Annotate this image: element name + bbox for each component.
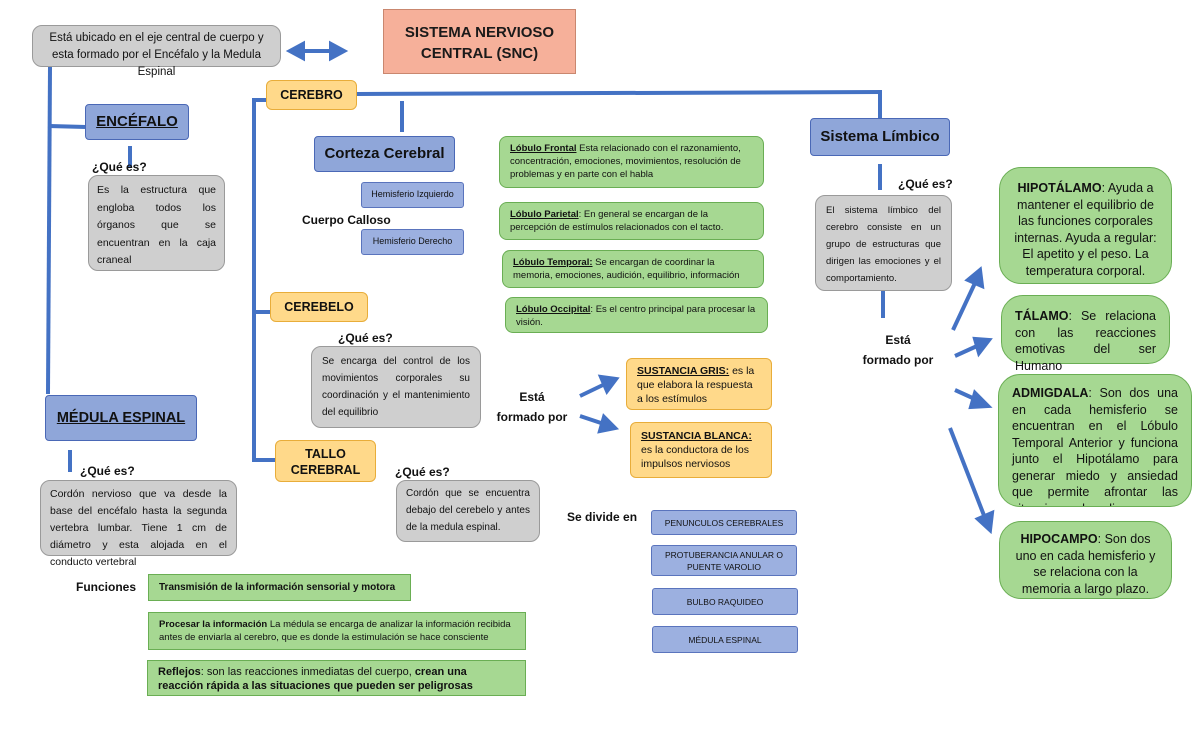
medula-label: MÉDULA ESPINAL <box>56 410 186 426</box>
hipotalamo-box: HIPOTÁLAMO: Ayuda a mantener el equilibr… <box>999 167 1172 284</box>
funcion-reflejos-box: Reflejos: son las reacciones inmediatas … <box>147 660 526 696</box>
amigdala-name: ADMIGDALA <box>1012 386 1089 400</box>
sustancia-blanca-name: SUSTANCIA BLANCA: <box>641 430 752 442</box>
lobulo-temporal-name: Lóbulo Temporal: <box>513 257 593 268</box>
encefalo-label: ENCÉFALO <box>96 113 178 130</box>
funcion-reflejos-bold2: crean una reacción rápida a las situacio… <box>158 666 473 692</box>
formado-por-limbico-line1: Está <box>885 333 911 347</box>
hemisferio-der-label: Hemisferio Derecho <box>372 236 453 246</box>
limbico-box: Sistema Límbico <box>810 118 950 156</box>
lobulo-frontal-name: Lóbulo Frontal <box>510 143 577 154</box>
tallo-desc: Cordón que se encuentra debajo del cereb… <box>406 488 530 533</box>
funcion-reflejos-text: : son las reacciones inmediatas del cuer… <box>200 666 415 678</box>
tallo-box: TALLO CEREBRAL <box>275 440 376 482</box>
intro-text: Está ubicado en el eje central de cuerpo… <box>49 32 264 78</box>
lobulo-occipital-box: Lóbulo Occipital: Es el centro principal… <box>505 297 768 333</box>
tallo-label-line1: TALLO <box>305 447 346 461</box>
lobulo-occipital-name: Lóbulo Occipital <box>516 304 591 315</box>
tallo-parte-medula-label: MÉDULA ESPINAL <box>688 635 762 645</box>
cerebelo-desc-box: Se encarga del control de los movimiento… <box>311 346 481 428</box>
hipotalamo-name: HIPOTÁLAMO <box>1017 181 1102 195</box>
cerebro-label: CEREBRO <box>280 88 343 102</box>
sustancia-gris-name: SUSTANCIA GRIS: <box>637 365 730 377</box>
hipocampo-name: HIPOCAMPO <box>1020 532 1098 546</box>
sustancia-gris-text: es la que elabora la respuesta a los est… <box>637 365 755 405</box>
medula-que-es: ¿Qué es? <box>80 464 135 478</box>
medula-desc: Cordón nervioso que va desde la base del… <box>50 488 227 568</box>
encefalo-desc: Es la estructura que engloba todos los ó… <box>97 184 216 266</box>
funcion-procesar-bold: Procesar la información <box>159 619 268 630</box>
hipotalamo-text: : Ayuda a mantener el equilibrio de las … <box>1014 181 1157 278</box>
cerebelo-desc: Se encarga del control de los movimiento… <box>322 356 470 418</box>
funcion-procesar-text: La médula se encarga de analizar la info… <box>159 619 511 643</box>
corteza-box: Corteza Cerebral <box>314 136 455 172</box>
sustancia-gris-box: SUSTANCIA GRIS: es la que elabora la res… <box>626 358 772 410</box>
tallo-parte-pedunculos-label: PENUNCULOS CEREBRALES <box>664 518 784 528</box>
title-line1: SISTEMA NERVIOSO <box>404 24 555 41</box>
tallo-que-es: ¿Qué es? <box>395 465 450 479</box>
limbico-label: Sistema Límbico <box>820 128 940 145</box>
medula-box: MÉDULA ESPINAL <box>45 395 197 441</box>
encefalo-que-es: ¿Qué es? <box>92 160 147 174</box>
title-box: SISTEMA NERVIOSO CENTRAL (SNC) <box>383 9 576 74</box>
amigdala-text: : Son dos una en cada hemisferio se encu… <box>1012 386 1178 506</box>
tallo-parte-protuberancia-label: PROTUBERANCIA ANULAR O PUENTE VAROLIO <box>664 550 784 572</box>
lobulo-occipital-text: : Es el centro principal para procesar l… <box>516 304 756 328</box>
tallo-parte-protuberancia: PROTUBERANCIA ANULAR O PUENTE VAROLIO <box>651 545 797 576</box>
funciones-label: Funciones <box>76 580 137 594</box>
cuerpo-calloso-label: Cuerpo Calloso <box>302 213 391 227</box>
tallo-label-line2: CEREBRAL <box>290 463 361 477</box>
talamo-text: : Se relaciona con las reacciones emotiv… <box>1015 309 1156 373</box>
connector-encefalo <box>47 123 87 130</box>
lobulo-temporal-box: Lóbulo Temporal: Se encargan de coordina… <box>502 250 764 288</box>
tallo-parte-bulbo: BULBO RAQUIDEO <box>652 588 798 615</box>
funcion-transmision-box: Transmisión de la información sensorial … <box>148 574 411 601</box>
lobulo-temporal-text: Se encargan de coordinar la memoria, emo… <box>513 257 740 281</box>
limbico-desc-box: El sistema límbico del cerebro consiste … <box>815 195 952 291</box>
sustancia-blanca-text: es la conductora de los impulsos nervios… <box>641 444 749 470</box>
cerebro-box: CEREBRO <box>266 80 357 110</box>
sustancia-blanca-box: SUSTANCIA BLANCA: es la conductora de lo… <box>630 422 772 478</box>
formado-por-cerebro-line1: Está <box>519 390 545 404</box>
formado-por-cerebro: Está formado por <box>488 387 576 427</box>
tallo-parte-bulbo-label: BULBO RAQUIDEO <box>686 597 764 607</box>
cerebelo-que-es: ¿Qué es? <box>338 331 393 345</box>
hemisferio-izq-label: Hemisferio Izquierdo <box>371 189 454 199</box>
cerebelo-box: CEREBELO <box>270 292 368 322</box>
tallo-parte-pedunculos: PENUNCULOS CEREBRALES <box>651 510 797 535</box>
lobulo-frontal-box: Lóbulo Frontal Esta relacionado con el r… <box>499 136 764 188</box>
corteza-label: Corteza Cerebral <box>324 145 445 162</box>
encefalo-box: ENCÉFALO <box>85 104 189 140</box>
funcion-procesar-box: Procesar la información La médula se enc… <box>148 612 526 650</box>
hipocampo-box: HIPOCAMPO: Son dos uno en cada hemisferi… <box>999 521 1172 599</box>
tallo-parte-medula: MÉDULA ESPINAL <box>652 626 798 653</box>
hemisferio-der-box: Hemisferio Derecho <box>361 229 464 255</box>
title-line2: CENTRAL (SNC) <box>420 45 539 62</box>
talamo-box: TÁLAMO: Se relaciona con las reacciones … <box>1001 295 1170 373</box>
talamo-name: TÁLAMO <box>1015 309 1069 323</box>
medula-desc-box: Cordón nervioso que va desde la base del… <box>40 480 237 568</box>
formado-por-limbico: Está formado por <box>850 330 946 370</box>
encefalo-desc-box: Es la estructura que engloba todos los ó… <box>88 175 225 271</box>
lobulo-parietal-box: Lóbulo Parietal: En general se encargan … <box>499 202 764 240</box>
formado-por-limbico-line2: formado por <box>862 353 934 367</box>
hemisferio-izq-box: Hemisferio Izquierdo <box>361 182 464 208</box>
cerebelo-label: CEREBELO <box>284 300 354 314</box>
funcion-reflejos-bold: Reflejos <box>158 666 201 678</box>
se-divide-en-label: Se divide en <box>567 510 638 524</box>
tallo-desc-box: Cordón que se encuentra debajo del cereb… <box>396 480 540 542</box>
connector-cerebro-limbico <box>355 89 883 97</box>
lobulo-parietal-name: Lóbulo Parietal <box>510 209 579 220</box>
connector-intro-medula <box>45 65 53 395</box>
limbico-que-es: ¿Qué es? <box>898 177 953 191</box>
hipocampo-text: : Son dos uno en cada hemisferio y se re… <box>1015 532 1156 596</box>
intro-box: Está ubicado en el eje central de cuerpo… <box>32 25 281 78</box>
limbico-desc: El sistema límbico del cerebro consiste … <box>826 205 941 284</box>
funcion-transmision-text: Transmisión de la información sensorial … <box>159 582 396 593</box>
amigdala-box: ADMIGDALA: Son dos una en cada hemisferi… <box>998 374 1192 507</box>
lobulo-parietal-text: : En general se encargan de la percepció… <box>510 209 724 233</box>
formado-por-cerebro-line2: formado por <box>496 410 568 424</box>
lobulo-frontal-text: Esta relacionado con el razonamiento, co… <box>510 143 741 180</box>
